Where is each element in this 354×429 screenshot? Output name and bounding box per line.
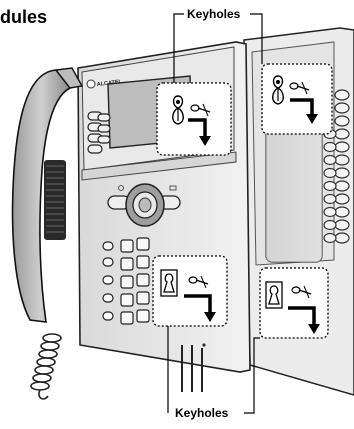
page-title: dules	[0, 8, 47, 26]
keyholes-label-top: Keyholes	[184, 8, 243, 20]
keyholes-label-bottom: Keyholes	[172, 407, 231, 419]
handset-cord	[31, 334, 61, 399]
handset	[13, 68, 82, 399]
microphone-hole	[202, 343, 205, 346]
brand-logo-icon	[87, 80, 95, 88]
keyhole-icon-bottom-left	[161, 270, 177, 296]
keyhole-icon-bottom-right	[266, 282, 282, 308]
